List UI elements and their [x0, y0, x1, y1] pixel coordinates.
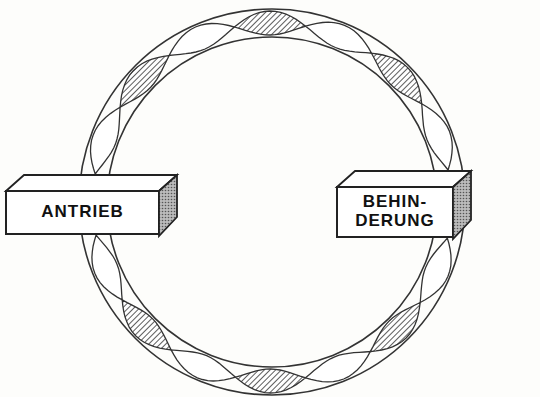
band-lobe: [120, 56, 169, 108]
band-lobe: [169, 24, 234, 56]
band-lobe: [234, 11, 305, 35]
twisted-band: [92, 235, 451, 393]
box-label: BEHIN- DERUNG: [355, 193, 435, 230]
band-lobe: [171, 350, 235, 381]
box-side-face: [453, 171, 471, 239]
band-lobe: [92, 235, 122, 300]
box-label: ANTRIEB: [41, 203, 124, 222]
box: BEHIN- DERUNG: [336, 186, 454, 238]
box: ANTRIEB: [5, 190, 160, 235]
band-lobe: [236, 369, 306, 393]
box-top-face: [337, 171, 471, 187]
band-lobe: [422, 104, 453, 170]
band-lobe: [122, 300, 171, 350]
box-top-face: [6, 175, 177, 191]
band-lobe: [306, 22, 372, 53]
twisted-band: [91, 11, 453, 174]
band-lobe: [91, 107, 121, 174]
band-lobe: [370, 303, 420, 352]
band-lobe: [420, 238, 451, 303]
band-lobe: [306, 352, 371, 382]
band-lobe: [372, 53, 422, 104]
box-side-face: [159, 175, 177, 236]
